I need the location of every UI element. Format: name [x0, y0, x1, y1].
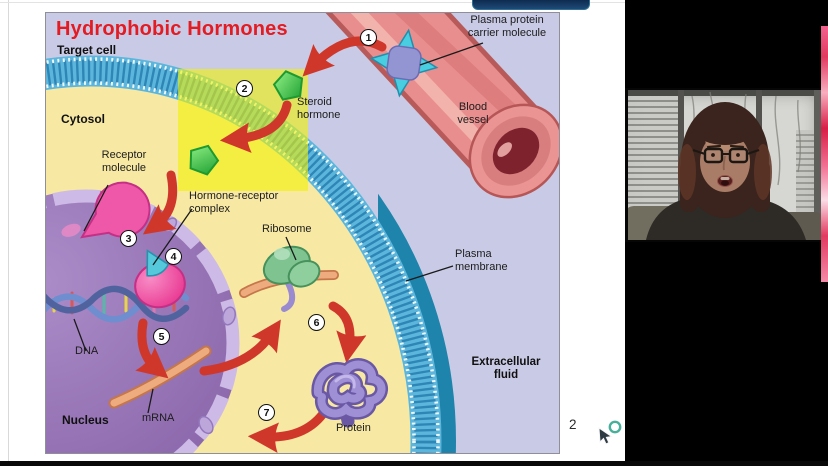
hormone-diagram: Hydrophobic Hormones Target cell Cytosol…	[45, 12, 560, 454]
label-target-cell: Target cell	[57, 43, 117, 57]
step-marker-6: 6	[308, 314, 325, 331]
slide-edge-divider	[8, 0, 9, 461]
label-extracellular-fluid: Extracellular fluid	[471, 356, 541, 382]
webcam-video	[628, 90, 821, 240]
label-pointer-lines	[73, 42, 484, 414]
blood-vessel-graphic	[325, 13, 559, 199]
webcam-panel	[625, 88, 824, 242]
label-receptor-molecule: Receptor molecule	[101, 149, 147, 174]
protein-graphic	[311, 358, 388, 428]
step-marker-2: 2	[236, 80, 253, 97]
label-steroid-hormone: Steroid hormone	[297, 96, 341, 121]
label-dna: DNA	[75, 345, 99, 357]
mrna-strand-graphic	[108, 345, 212, 409]
partial-toolbar-button[interactable]	[472, 0, 590, 10]
step-marker-7: 7	[258, 404, 275, 421]
label-nucleus: Nucleus	[62, 413, 109, 427]
label-ribosome: Ribosome	[262, 223, 312, 235]
label-plasma-protein-carrier: Plasma protein carrier molecule	[467, 14, 547, 39]
window-blinds	[628, 96, 678, 218]
presentation-slide: Hydrophobic Hormones Target cell Cytosol…	[0, 0, 625, 461]
presenter-figure	[628, 90, 821, 240]
label-hormone-receptor-complex: Hormone-receptor complex	[189, 190, 279, 215]
ribosome-graphic	[239, 245, 339, 312]
slide-title: Hydrophobic Hormones	[56, 18, 288, 40]
slide-page-number: 2	[569, 417, 577, 432]
diagram-artwork	[46, 13, 559, 453]
label-protein: Protein	[336, 422, 371, 434]
step-marker-4: 4	[165, 248, 182, 265]
step-marker-1: 1	[360, 29, 377, 46]
label-mrna: mRNA	[142, 412, 175, 424]
step-marker-3: 3	[120, 230, 137, 247]
laser-pointer-cursor-icon	[598, 420, 622, 445]
label-plasma-membrane: Plasma membrane	[455, 248, 508, 273]
membrane-outer-band	[378, 193, 456, 453]
background-window-sliver	[821, 26, 828, 282]
process-arrows	[135, 36, 387, 453]
label-cytosol: Cytosol	[61, 112, 106, 126]
bottom-letterbox-bar	[0, 461, 828, 466]
slide-top-divider	[0, 2, 625, 3]
step-marker-5: 5	[153, 328, 170, 345]
steroid-hormone-graphic	[189, 70, 304, 176]
label-blood-vessel: Blood vessel	[457, 101, 489, 126]
